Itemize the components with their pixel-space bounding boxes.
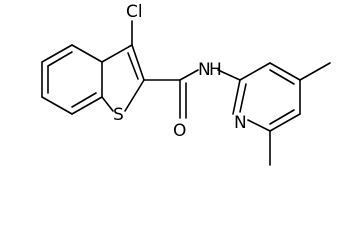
- amide-hydrogen-label: H: [209, 60, 222, 80]
- thiophene-ring: [101, 44, 145, 112]
- bond: [41, 96, 73, 115]
- bond: [124, 79, 145, 112]
- chemical-structure-diagram: Cl S O N H N: [41, 2, 331, 166]
- chlorine-label: Cl: [126, 2, 143, 22]
- oxygen-label: O: [173, 121, 186, 141]
- bond: [247, 119, 271, 132]
- double-bond-inner: [269, 109, 295, 125]
- bond: [101, 44, 133, 63]
- methyl-bond-upper: [299, 62, 331, 81]
- bond: [269, 62, 301, 81]
- bond: [239, 62, 271, 81]
- pyridine-ring: [232, 62, 301, 132]
- double-bond-inner: [127, 52, 139, 80]
- bond: [101, 96, 114, 112]
- bond: [232, 79, 241, 115]
- double-bond-inner: [269, 69, 295, 85]
- double-bond-inner: [47, 51, 73, 67]
- c-n-bond: [179, 69, 199, 81]
- bond: [269, 113, 301, 132]
- amide-nitrogen-label: N: [198, 60, 211, 80]
- pyridine-nitrogen-label: N: [234, 113, 247, 133]
- sulfur-label: S: [113, 105, 124, 125]
- benzene-ring: [41, 44, 103, 115]
- bond: [71, 96, 103, 115]
- double-bond-inner: [71, 92, 97, 108]
- n-pyridine-bond: [217, 69, 241, 81]
- bond: [131, 44, 145, 81]
- double-bond-inner: [239, 83, 247, 113]
- bond: [41, 44, 73, 63]
- bond: [71, 44, 103, 63]
